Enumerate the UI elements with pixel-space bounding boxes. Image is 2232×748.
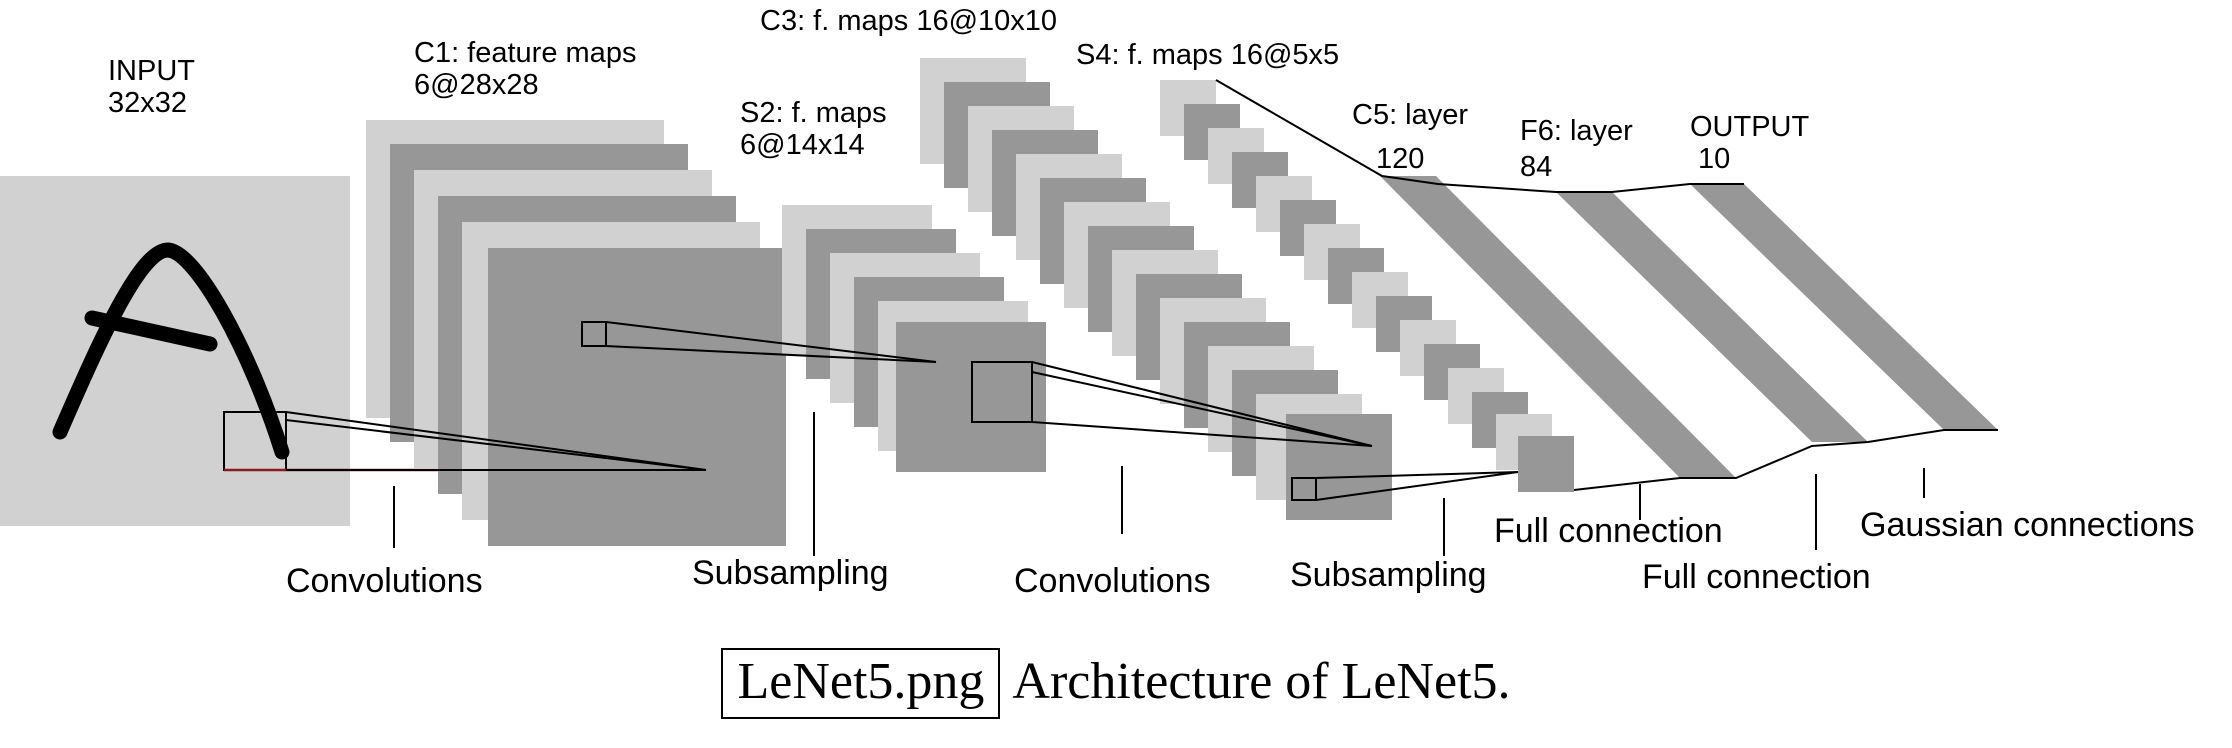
output-layer-band xyxy=(1690,184,1998,430)
s4-feature-map-stack xyxy=(1160,80,1574,492)
sub1-projection-line-bottom xyxy=(605,345,937,363)
full1-label: Full connection xyxy=(1494,512,1723,550)
input-label-line2: 32x32 xyxy=(108,87,187,119)
conv2-projection-line-1 xyxy=(1031,361,1373,447)
full2-label: Full connection xyxy=(1642,558,1871,596)
c5-layer-band xyxy=(1380,176,1736,478)
sub2-projection-line-top xyxy=(1315,471,1519,479)
connection-lines xyxy=(285,79,1998,501)
layer-labels: INPUT 32x32 C1: feature maps 6@28x28 S2:… xyxy=(108,5,1810,183)
c1-receptive-field xyxy=(581,321,607,347)
conv2-label: Convolutions xyxy=(1014,562,1211,600)
f6-layer-band xyxy=(1556,192,1868,442)
operation-labels: Convolutions Subsampling Convolutions Su… xyxy=(286,506,2195,600)
operation-ticks xyxy=(393,412,1925,556)
conv1-projection-line-mid xyxy=(285,419,707,471)
c5-label-line1: C5: layer xyxy=(1352,99,1468,131)
caption-text: Architecture of LeNet5. xyxy=(1012,653,1511,710)
input-layer xyxy=(0,176,460,526)
s2-feature-map-stack xyxy=(782,205,1046,472)
conv2-projection-line-2 xyxy=(1031,371,1373,447)
c1-feature-map-stack xyxy=(366,120,786,546)
c3-label: C3: f. maps 16@10x10 xyxy=(760,5,1057,37)
sub2-label: Subsampling xyxy=(1290,556,1487,594)
f6-label-line1: F6: layer xyxy=(1520,115,1633,147)
c5-label-line2: 120 xyxy=(1376,143,1424,175)
s2-receptive-field xyxy=(971,361,1033,423)
s2-label-line1: S2: f. maps xyxy=(740,97,887,129)
gauss-label: Gaussian connections xyxy=(1860,506,2195,544)
conv1-label: Convolutions xyxy=(286,562,483,600)
c1-label-line1: C1: feature maps xyxy=(414,37,636,69)
output-label-line2: 10 xyxy=(1698,143,1730,175)
lenet5-architecture-diagram: INPUT 32x32 C1: feature maps 6@28x28 S2:… xyxy=(0,5,2195,600)
f6-label-line2: 84 xyxy=(1520,151,1552,183)
c3-receptive-field xyxy=(1291,477,1317,501)
sub1-projection-line-top xyxy=(605,321,937,363)
c1-label-line2: 6@28x28 xyxy=(414,69,539,101)
input-label-line1: INPUT xyxy=(108,55,195,87)
conv1-projection-line-top xyxy=(285,411,707,471)
conv2-projection-line-3 xyxy=(1031,421,1373,447)
handwritten-a-glyph xyxy=(52,242,290,460)
c1-map-6 xyxy=(488,248,786,546)
caption-filename-box: LeNet5.png xyxy=(721,648,1001,719)
fc-outline-top xyxy=(1215,79,1744,193)
sub1-label: Subsampling xyxy=(692,554,889,592)
c3-feature-map-stack xyxy=(920,58,1392,520)
output-label-line1: OUTPUT xyxy=(1690,111,1810,143)
fc-outline-bottom xyxy=(1573,429,1998,491)
s4-map-16 xyxy=(1518,436,1574,492)
s4-label: S4: f. maps 16@5x5 xyxy=(1076,39,1339,71)
input-map xyxy=(0,176,350,526)
fully-connected-bands xyxy=(1380,176,1998,478)
s2-label-line2: 6@14x14 xyxy=(740,129,865,161)
sub2-projection-line-bottom xyxy=(1315,471,1519,501)
